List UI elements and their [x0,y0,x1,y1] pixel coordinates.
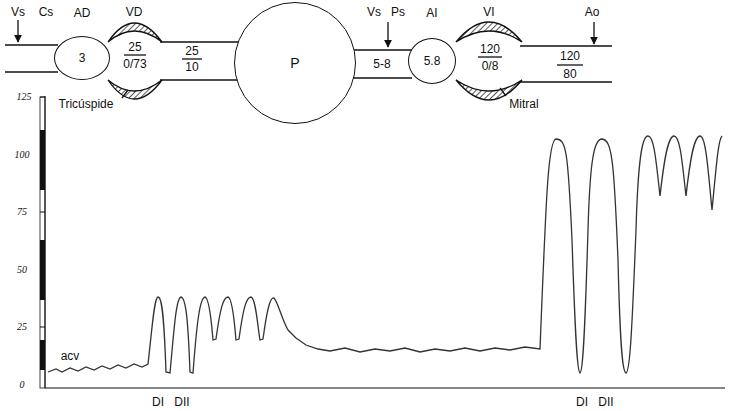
vessel-name: Vs [11,6,25,18]
chamber-name: VI [483,6,494,18]
wave-label: acv [61,350,80,362]
pressure-value: 5-8 [373,58,390,70]
right-atrium: AD3 [54,36,110,80]
valve-name: Tricúspide [59,98,114,110]
chamber-name: VD [126,6,143,18]
vessel-name: Vs [367,6,381,18]
axis-tick: 50 [17,265,27,275]
vessel-name: Cs [39,6,54,18]
axis-tick: 25 [17,322,27,332]
pressure-value: 120 [560,50,580,62]
vessel-name: Ao [585,6,600,18]
pressure-value: 25 [128,41,141,53]
trace-marker: DI [576,396,588,408]
left-atrium: AI5.8 [408,38,456,84]
pressure-value: 3 [79,52,86,64]
chamber-name: AI [426,7,437,19]
chamber-name: AD [74,7,91,19]
pressure-value: 0/73 [123,58,146,70]
pressure-value: 5.8 [424,55,441,67]
axis-tick: 100 [15,150,30,160]
trace-marker: DII [598,396,613,408]
pressure-value: 10 [185,61,198,73]
axis-tick: 125 [17,92,32,102]
pressure-value: 0/8 [482,60,499,72]
axis-tick: 0 [20,380,25,390]
vessel-name: Ps [391,6,405,18]
lung-circle: P [234,2,356,124]
axis-tick: 75 [17,207,27,217]
trace-marker: DI [152,396,164,408]
pressure-value: P [290,56,299,70]
pressure-value: 120 [480,43,500,55]
valve-name: Mitral [509,98,538,110]
pressure-value: 80 [563,68,576,80]
pressure-value: 25 [185,45,198,57]
trace-marker: DII [174,396,189,408]
